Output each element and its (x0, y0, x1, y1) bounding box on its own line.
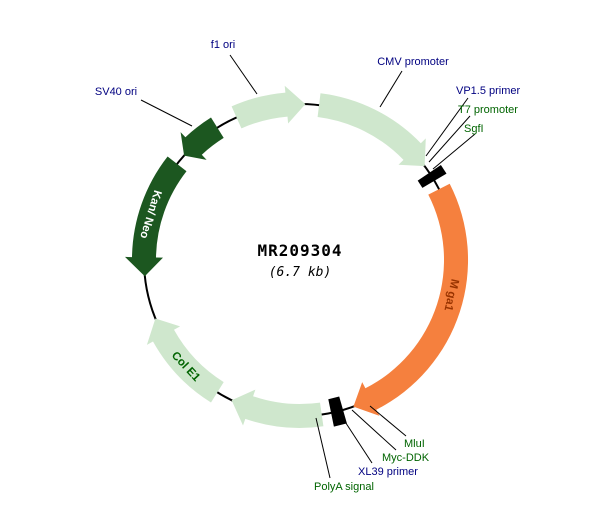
cmv-promoter-arrow (317, 93, 426, 167)
leader-line-f1-ori (229, 54, 258, 95)
kan-neo-arrow (125, 156, 187, 277)
f1-ori-label: f1 ori (211, 39, 235, 51)
gene-arrow (353, 183, 469, 416)
f1-ori-arrow (231, 85, 306, 129)
leader-line-mlui (369, 405, 407, 437)
t7-promoter-label: T7 promoter (458, 104, 518, 116)
plasmid-title: MR209304 (257, 241, 342, 260)
leader-line-t7-promoter (428, 115, 471, 163)
myc-ddk-tick (328, 396, 347, 427)
leader-line-xl39-primer (339, 413, 373, 464)
sv40-ori-arrow (180, 117, 224, 160)
polya-signal-label: PolyA signal (314, 481, 374, 493)
sgfi-label: SgfI (464, 123, 484, 135)
plasmid-size: (6.7 kb) (269, 265, 332, 280)
xl39-primer-label: XL39 primer (358, 466, 418, 478)
sgfi-site-tick (417, 165, 447, 188)
col-e1-arrow (146, 318, 224, 403)
leader-line-sgfi (432, 133, 476, 170)
polya-signal-arrow (231, 389, 324, 428)
mlui-label: MluI (404, 438, 425, 450)
leader-line-polya-signal (315, 417, 331, 479)
cmv-promoter-label: CMV promoter (377, 56, 449, 68)
leader-line-vp15-primer (425, 97, 469, 157)
leader-line-sv40-ori (140, 99, 193, 127)
leader-line-cmv-promoter (379, 70, 403, 108)
sv40-ori-label: SV40 ori (95, 86, 137, 98)
vp15-primer-label: VP1.5 primer (456, 85, 521, 97)
leader-line-myc-ddk (351, 409, 397, 451)
myc-ddk-label: Myc-DDK (382, 452, 430, 464)
